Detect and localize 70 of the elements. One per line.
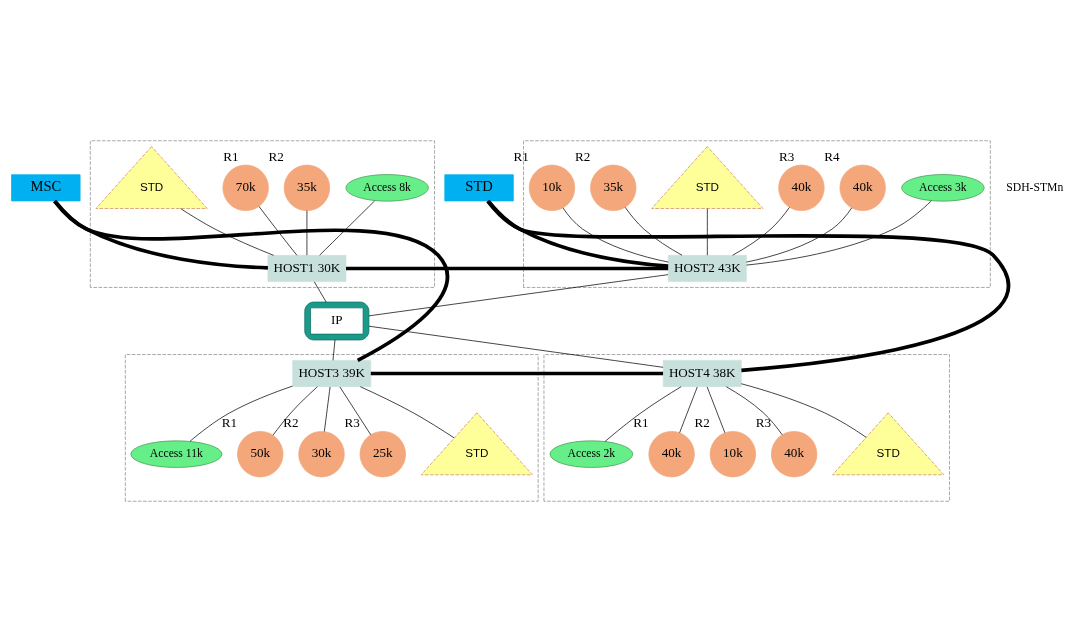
node-label: R1 xyxy=(633,415,649,431)
node-box: STD xyxy=(444,174,514,202)
node-box: HOST2 43K xyxy=(667,255,747,282)
connector xyxy=(313,281,327,303)
node-circle: 70k xyxy=(222,164,269,211)
connector xyxy=(306,210,308,256)
node-circle: 25k xyxy=(359,431,406,478)
connector xyxy=(368,274,669,317)
connector xyxy=(562,207,669,263)
node-label: R2 xyxy=(694,415,710,431)
node-label: R1 xyxy=(223,149,239,165)
connector xyxy=(346,266,669,271)
node-circle: 50k xyxy=(237,431,284,478)
connector xyxy=(368,325,664,368)
node-ellipse: Access 8k xyxy=(345,174,429,202)
node-box: HOST3 39K xyxy=(292,360,372,387)
node-ellipse: Access 3k xyxy=(901,174,985,202)
connector xyxy=(339,386,372,436)
connector xyxy=(706,208,708,256)
label: SDH-STMn xyxy=(1006,180,1064,194)
connector xyxy=(487,200,669,268)
node-circle: 30k xyxy=(298,431,345,478)
connector xyxy=(746,207,853,263)
connector xyxy=(323,386,331,432)
cluster xyxy=(89,140,435,288)
connector xyxy=(370,371,664,376)
node-label: R3 xyxy=(779,149,795,165)
node-label: R3 xyxy=(755,415,772,431)
node-circle: 40k xyxy=(648,431,695,478)
cluster xyxy=(543,354,950,502)
node-circle: 40k xyxy=(771,431,818,478)
node-label: R2 xyxy=(268,149,284,165)
node-label: R4 xyxy=(824,149,840,165)
node-circle: 10k xyxy=(528,164,576,211)
node-box: HOST1 30K xyxy=(267,255,347,282)
node-circle: 40k xyxy=(839,164,886,211)
cluster xyxy=(304,301,370,341)
node-ellipse: Access 2k xyxy=(549,440,634,468)
connector xyxy=(732,206,790,256)
node-label: R1 xyxy=(513,149,529,165)
connector xyxy=(258,206,298,256)
node-label: R2 xyxy=(574,149,591,165)
connector xyxy=(319,200,375,256)
connector xyxy=(272,386,318,436)
connector xyxy=(332,339,336,361)
connector xyxy=(679,386,698,434)
node-box: MSC xyxy=(11,174,81,202)
cluster xyxy=(124,354,539,502)
connector xyxy=(180,208,274,256)
connector xyxy=(189,385,293,442)
connector xyxy=(604,386,682,442)
connector xyxy=(740,383,867,438)
connector xyxy=(746,200,932,266)
node-box: HOST4 38K xyxy=(662,360,742,387)
connector xyxy=(624,206,683,256)
connector xyxy=(359,386,455,439)
connector xyxy=(706,386,726,434)
node-circle: 10k xyxy=(709,431,756,478)
node-label: R1 xyxy=(221,415,238,431)
node-box: IP xyxy=(310,307,364,335)
node-label: R2 xyxy=(283,415,299,431)
connector xyxy=(53,199,450,362)
connector xyxy=(725,386,783,436)
node-circle: 40k xyxy=(778,164,825,211)
node-ellipse: Access 11k xyxy=(130,440,223,468)
node-circle: 35k xyxy=(283,164,331,211)
connector xyxy=(486,199,1009,373)
node-circle: 35k xyxy=(590,164,637,211)
node-label: R3 xyxy=(344,415,360,431)
connector xyxy=(53,199,268,270)
